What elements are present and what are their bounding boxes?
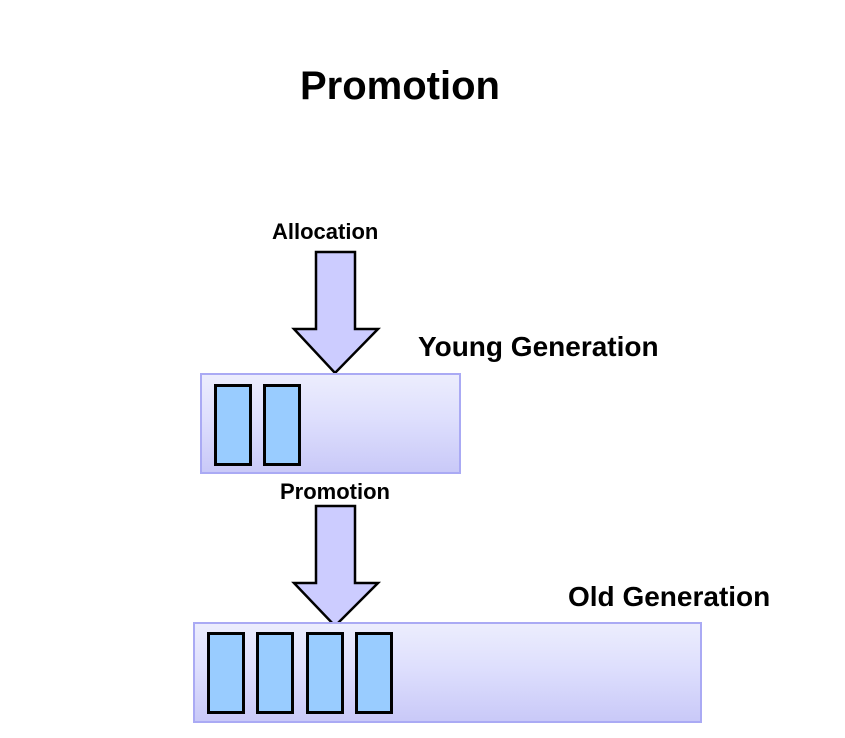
- old-object: [207, 632, 245, 714]
- old-generation-box: [193, 622, 702, 723]
- young-generation-box: [200, 373, 461, 474]
- young-object: [263, 384, 301, 466]
- diagram-title: Promotion: [300, 64, 500, 108]
- young-object: [214, 384, 252, 466]
- old-generation-label: Old Generation: [568, 581, 771, 612]
- promotion-arrow: [291, 504, 382, 628]
- young-generation-label: Young Generation: [418, 331, 659, 362]
- old-object: [256, 632, 294, 714]
- allocation-arrow: [291, 250, 381, 375]
- allocation-label: Allocation: [272, 219, 379, 244]
- promotion-arrow-label: Promotion: [280, 479, 390, 504]
- old-object: [355, 632, 393, 714]
- old-object: [306, 632, 344, 714]
